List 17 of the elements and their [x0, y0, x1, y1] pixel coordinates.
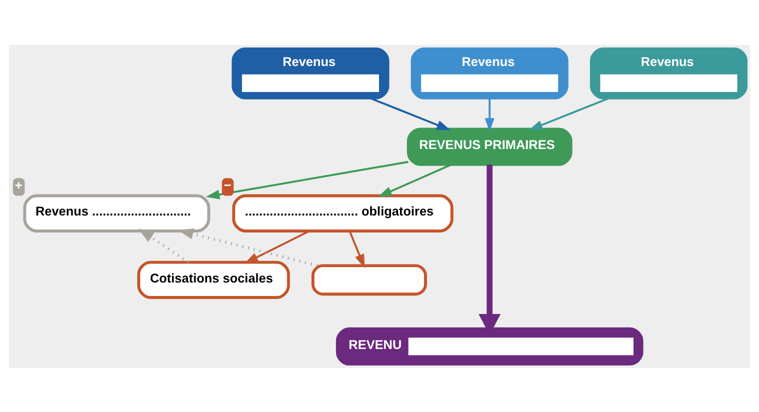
arrow	[138, 228, 190, 263]
node-box: Revenus	[410, 46, 568, 99]
node-label: −	[224, 176, 232, 192]
node-box	[311, 264, 427, 296]
node-label: +	[14, 176, 22, 192]
node-box: REVENU	[336, 326, 644, 366]
arrow	[528, 96, 610, 130]
node-box: REVENUS PRIMAIRES	[406, 127, 572, 166]
arrow	[369, 96, 450, 130]
node-box: Cotisations sociales	[137, 260, 290, 298]
arrow	[206, 160, 408, 199]
arrow	[378, 163, 452, 196]
arrow	[348, 230, 365, 268]
node-box: Revenus	[232, 46, 390, 99]
arrow	[244, 230, 310, 264]
arrow	[484, 98, 494, 132]
node-box: Revenus	[590, 46, 748, 99]
